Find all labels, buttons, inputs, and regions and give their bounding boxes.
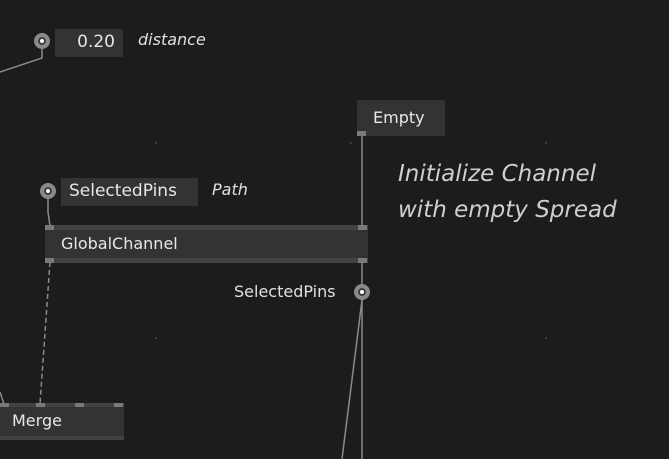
merge-input-port-4[interactable]	[114, 403, 123, 407]
wire-distance[interactable]	[0, 46, 43, 73]
wire-into-merge[interactable]	[0, 391, 5, 405]
distance-value: 0.20	[77, 32, 115, 52]
merge-node-label: Merge	[12, 411, 62, 430]
globalchannel-node-label: GlobalChannel	[61, 234, 178, 253]
grid-dot	[155, 337, 157, 339]
globalchannel-input-port-left[interactable]	[45, 225, 54, 230]
grid-dot	[545, 337, 547, 339]
path-value-box[interactable]: SelectedPins	[61, 178, 198, 206]
merge-node[interactable]: Merge	[0, 403, 124, 440]
merge-input-port-3[interactable]	[75, 403, 84, 407]
comment-line-2: with empty Spread	[398, 197, 617, 223]
wire-selectedpins-diagonal[interactable]	[341, 299, 363, 459]
comment-text[interactable]: Initialize Channel with empty Spread	[398, 156, 617, 228]
grid-dot	[350, 142, 352, 144]
distance-value-box[interactable]: 0.20	[55, 29, 123, 57]
selectedpins-output-label: SelectedPins	[234, 282, 336, 301]
globalchannel-output-port-left[interactable]	[45, 258, 54, 263]
globalchannel-node[interactable]: GlobalChannel	[45, 225, 368, 263]
selectedpins-output-pin[interactable]	[354, 284, 370, 300]
grid-dot	[545, 142, 547, 144]
wire-path-to-globalchannel[interactable]	[47, 198, 51, 227]
comment-line-1: Initialize Channel	[398, 161, 596, 187]
path-value: SelectedPins	[69, 181, 177, 201]
distance-label: distance	[138, 30, 206, 49]
empty-node-label: Empty	[373, 108, 425, 127]
merge-input-port-2[interactable]	[36, 403, 45, 407]
merge-input-port-1[interactable]	[0, 403, 9, 407]
globalchannel-input-port-right[interactable]	[358, 225, 367, 230]
empty-output-port[interactable]	[357, 131, 366, 136]
distance-pin[interactable]	[34, 33, 50, 49]
path-pin[interactable]	[40, 183, 56, 199]
globalchannel-output-port-right[interactable]	[358, 258, 367, 263]
grid-dot	[155, 142, 157, 144]
path-label: Path	[212, 180, 248, 199]
wire-globalchannel-to-merge[interactable]	[39, 261, 51, 405]
empty-node[interactable]: Empty	[357, 100, 445, 136]
